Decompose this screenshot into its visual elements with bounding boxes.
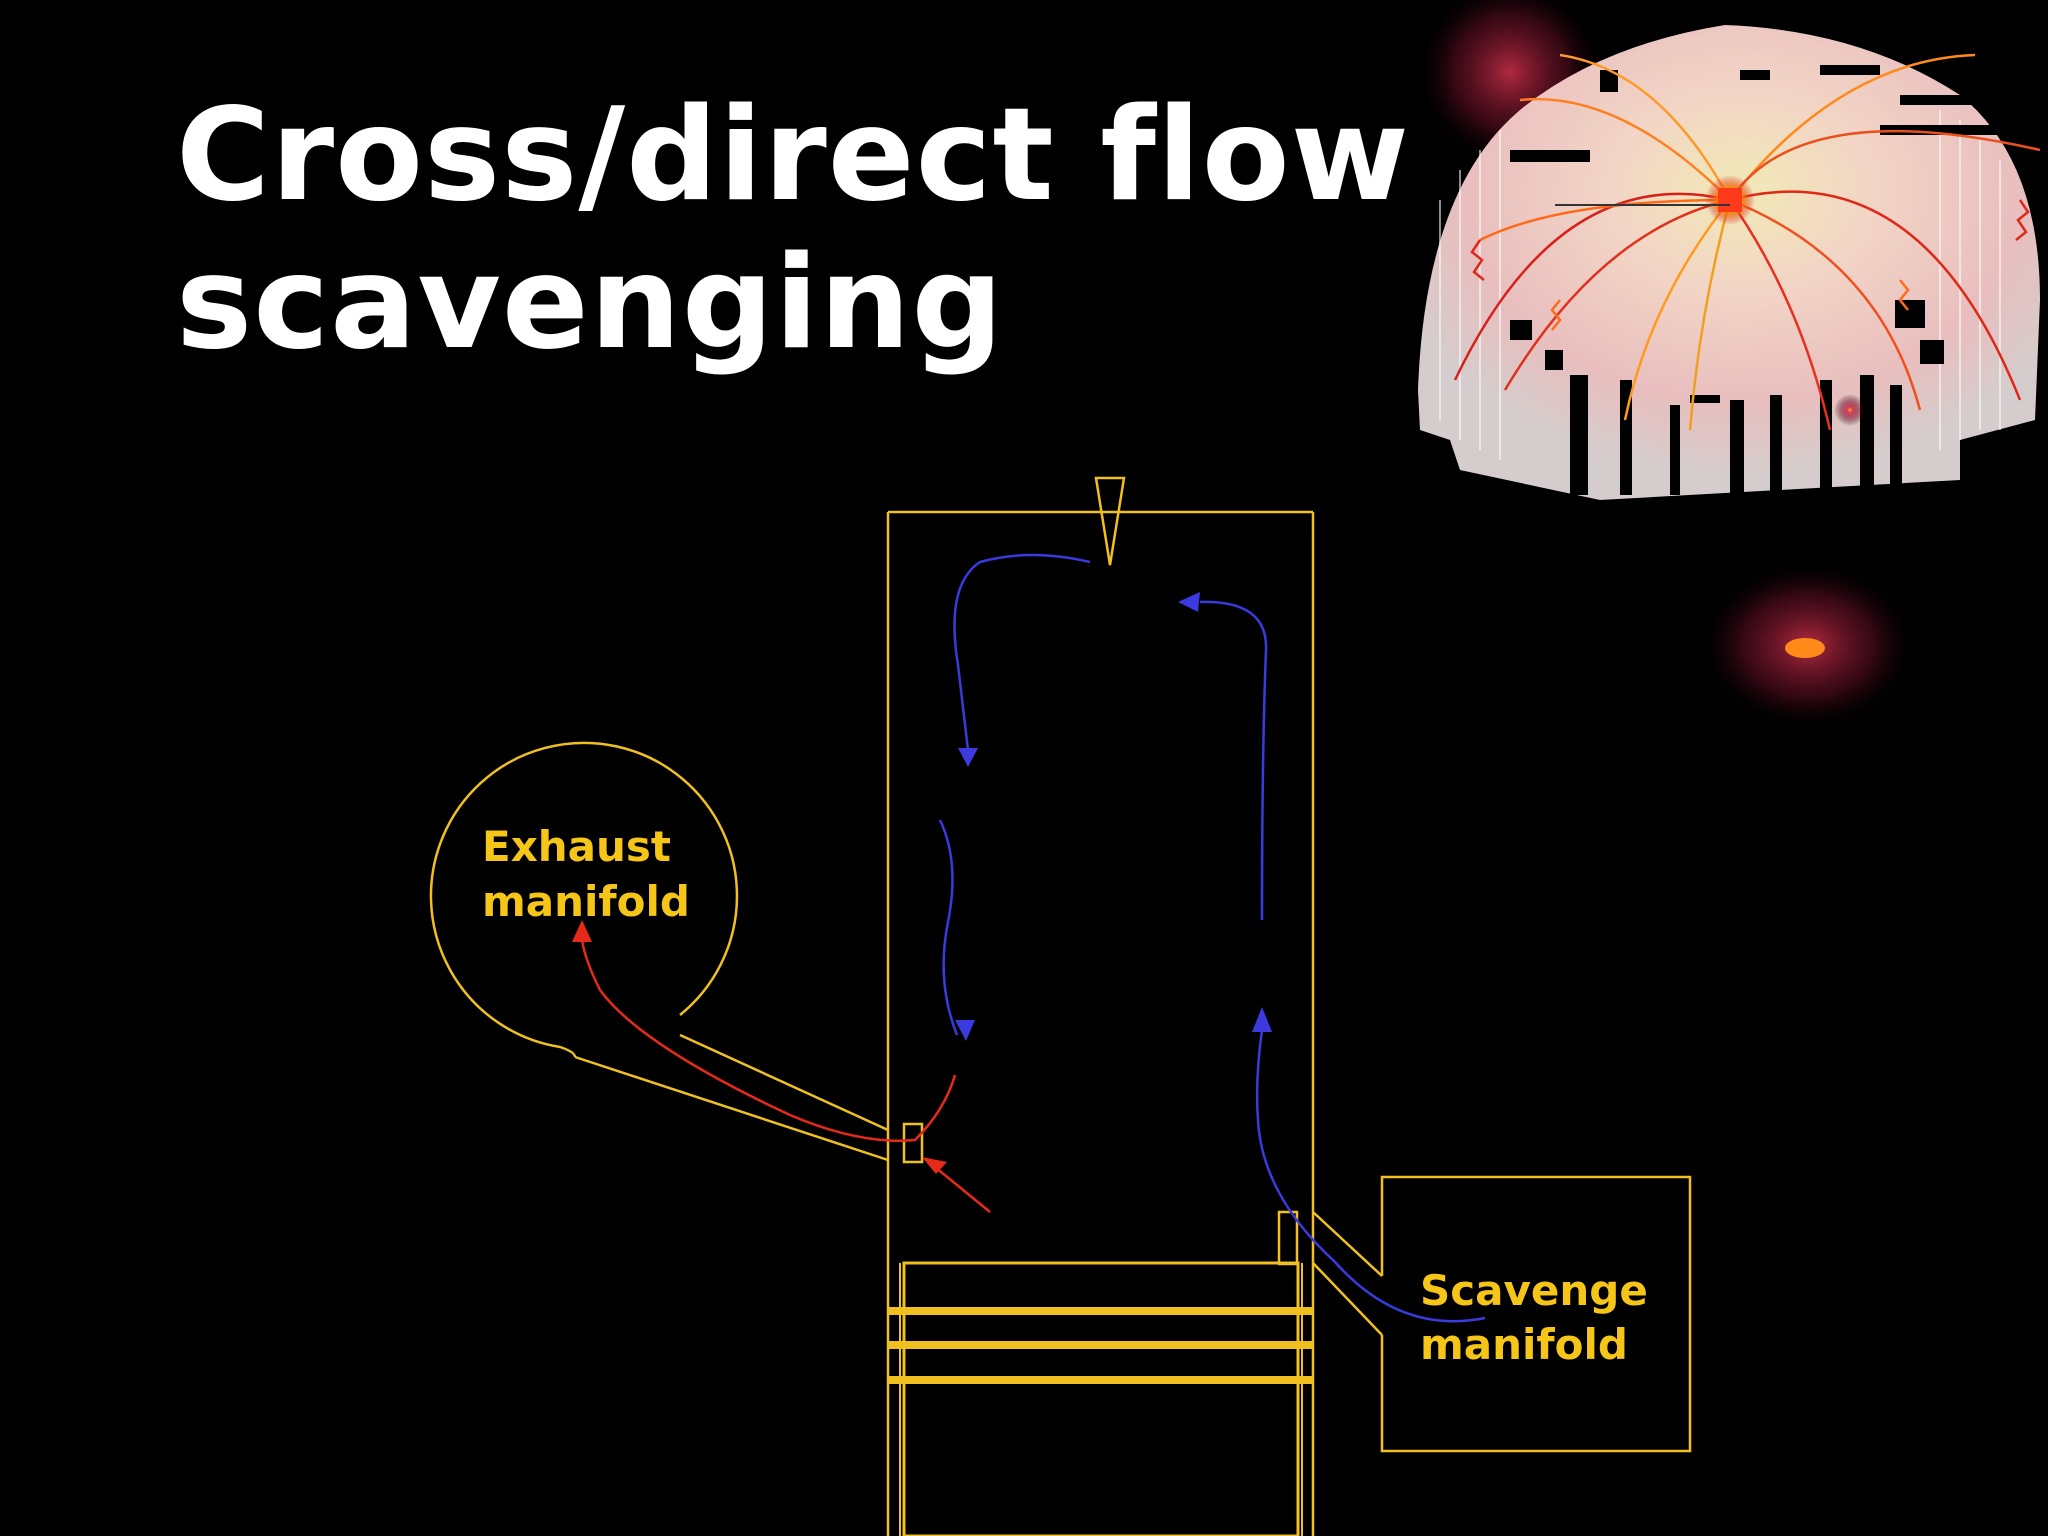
firework-icon: [1415, 0, 2041, 500]
title-line-1: Cross/direct flow: [176, 81, 1410, 230]
scavenge-label-line-1: Scavenge: [1420, 1266, 1648, 1315]
exhaust-label-line-1: Exhaust: [482, 822, 671, 871]
exhaust-manifold-label: Exhaust manifold: [482, 822, 690, 926]
scavenge-air-flow: [938, 553, 1486, 1323]
exhaust-manifold-outline: [429, 741, 739, 1058]
fuel-injector: [1094, 476, 1126, 566]
scavenge-manifold-outline: [1380, 1175, 1692, 1453]
glow-icon: [1698, 560, 1918, 730]
slide-title: Cross/direct flow scavenging: [176, 82, 1410, 378]
exhaust-flow-arrowheads: [572, 920, 947, 1174]
piston: [888, 1261, 1313, 1536]
exhaust-gas-flow: [580, 939, 991, 1213]
exhaust-port: [574, 1033, 924, 1164]
air-flow-arrowheads: [955, 592, 1272, 1041]
scavenge-label-line-2: manifold: [1420, 1320, 1628, 1369]
title-line-2: scavenging: [176, 229, 1005, 378]
exhaust-label-line-2: manifold: [482, 877, 690, 926]
scavenge-port: [1246, 1210, 1383, 1336]
engine-cylinder: [886, 476, 1315, 1536]
scavenge-manifold-label: Scavenge manifold: [1420, 1266, 1648, 1369]
